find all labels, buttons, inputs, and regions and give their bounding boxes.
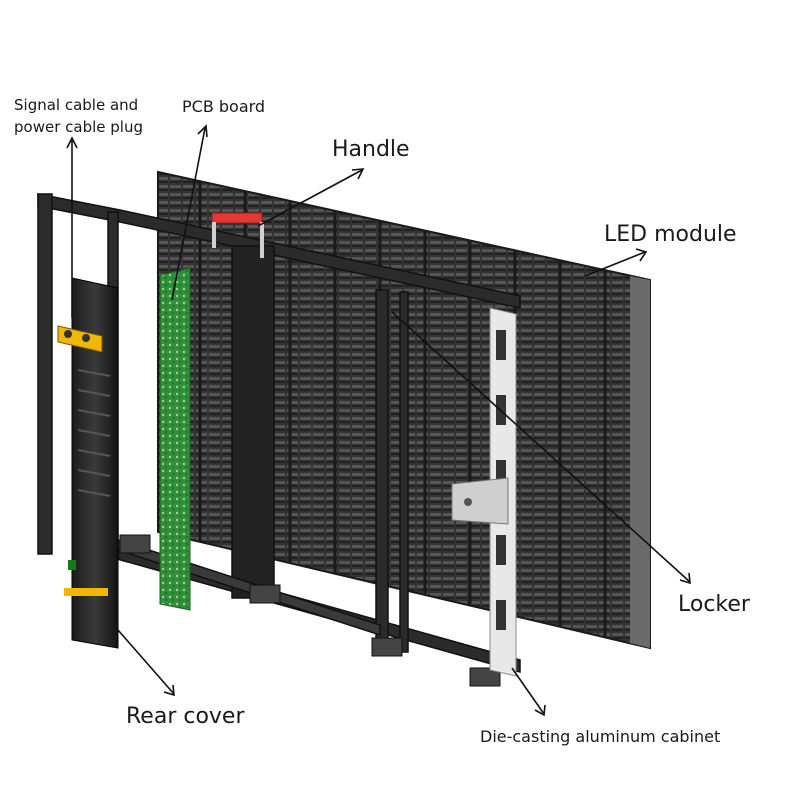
handle-part <box>211 212 264 258</box>
locker-bracket <box>451 307 517 677</box>
pcb-board-part <box>159 267 191 611</box>
label-handle: Handle <box>332 137 410 162</box>
arrow-led-module <box>584 248 648 277</box>
leader-arrows <box>66 124 691 717</box>
arrow-rear-cover <box>117 629 175 697</box>
arrow-pcb-board <box>171 124 208 301</box>
arrow-die-casting <box>511 667 546 717</box>
label-pcb-board: PCB board <box>182 97 266 116</box>
arrow-locker <box>391 311 691 585</box>
arrow-signal-cable <box>66 136 78 318</box>
label-signal-cable-line2: power cable plug <box>14 118 143 136</box>
label-signal-cable-line1: Signal cable and <box>14 96 139 114</box>
label-locker: Locker <box>678 592 750 617</box>
label-rear-cover: Rear cover <box>126 704 245 729</box>
label-led-module: LED module <box>604 222 737 247</box>
rear-cover-part <box>57 277 119 649</box>
arrow-handle <box>257 168 365 227</box>
label-die-casting: Die-casting aluminum cabinet <box>480 727 721 746</box>
cabinet-bottom-brackets <box>119 534 501 687</box>
